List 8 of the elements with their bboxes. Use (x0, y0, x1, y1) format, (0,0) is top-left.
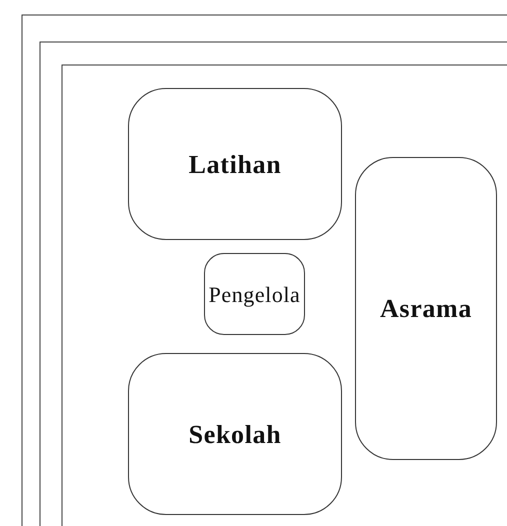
rounded-box (128, 353, 342, 515)
node-label: Sekolah (188, 418, 282, 450)
rounded-box (128, 88, 342, 240)
node-label: Asrama (380, 293, 472, 325)
node-label: Latihan (188, 148, 282, 180)
rounded-box (355, 157, 497, 460)
rounded-box (204, 253, 305, 335)
node-label: Pengelola (208, 280, 300, 309)
